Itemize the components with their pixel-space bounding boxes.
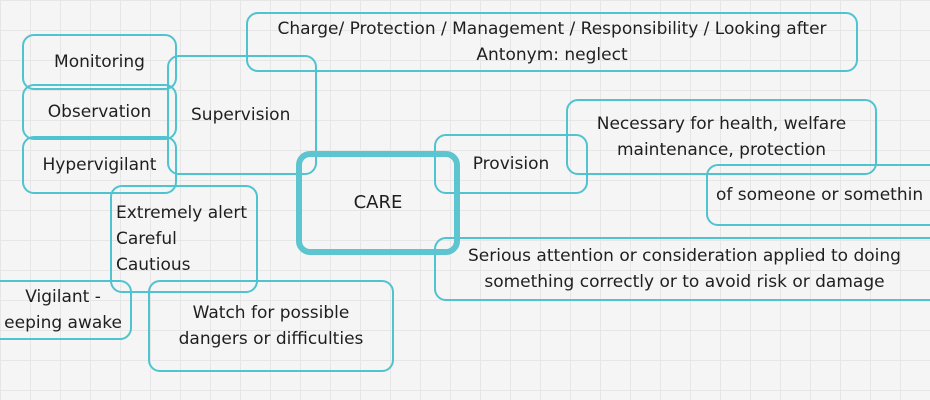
monitoring-label: Monitoring: [54, 52, 145, 72]
necessary-line-1: Necessary for health, welfare: [596, 114, 847, 134]
alert-line-1: Extremely alert: [116, 203, 248, 223]
necessary-node[interactable]: Necessary for health, welfare maintenanc…: [566, 99, 877, 175]
of-someone-node[interactable]: of someone or somethin: [706, 164, 930, 226]
alert-line-3: Cautious: [116, 255, 191, 275]
supervision-label: Supervision: [191, 105, 291, 125]
vigilant-line-2: eeping awake: [4, 313, 122, 333]
serious-line-2: something correctly or to avoid risk or …: [484, 272, 885, 292]
watch-line-1: Watch for possible: [192, 303, 350, 323]
serious-node[interactable]: Serious attention or consideration appli…: [434, 237, 930, 301]
care-central-node[interactable]: CARE: [296, 151, 460, 255]
charge-line-2: Antonym: neglect: [476, 45, 628, 65]
hypervigilant-node[interactable]: Hypervigilant: [22, 136, 177, 194]
necessary-line-2: maintenance, protection: [616, 140, 827, 160]
supervision-node[interactable]: Supervision: [167, 55, 317, 175]
serious-line-1: Serious attention or consideration appli…: [468, 246, 901, 266]
watch-line-2: dangers or difficulties: [178, 329, 364, 349]
alert-line-2: Careful: [116, 229, 177, 249]
observation-label: Observation: [47, 102, 152, 122]
observation-node[interactable]: Observation: [22, 84, 177, 140]
monitoring-node[interactable]: Monitoring: [22, 34, 177, 90]
of-someone-label: of someone or somethin: [716, 185, 924, 205]
hypervigilant-label: Hypervigilant: [42, 155, 157, 175]
care-label: CARE: [353, 192, 403, 213]
provision-label: Provision: [472, 154, 550, 174]
charge-line-1: Charge/ Protection / Management / Respon…: [277, 19, 827, 39]
vigilant-node[interactable]: Vigilant - eeping awake: [0, 280, 132, 340]
vigilant-line-1: Vigilant -: [25, 287, 101, 307]
charge-node[interactable]: Charge/ Protection / Management / Respon…: [246, 12, 858, 72]
provision-node[interactable]: Provision: [434, 134, 588, 194]
alert-node[interactable]: Extremely alert Careful Cautious: [110, 185, 258, 293]
watch-node[interactable]: Watch for possible dangers or difficulti…: [148, 280, 394, 372]
